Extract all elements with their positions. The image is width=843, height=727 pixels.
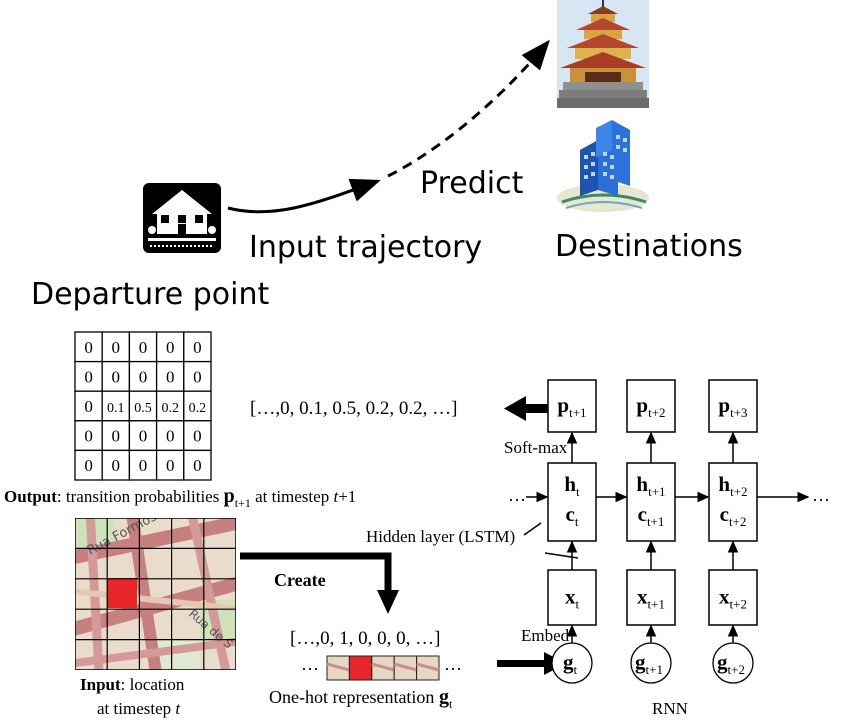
output-grid-value: 0 <box>112 338 121 357</box>
output-grid-cell <box>101 331 131 363</box>
output-grid-value: 0 <box>112 427 121 446</box>
output-grid-value: 0 <box>84 456 93 475</box>
rnn-output-box <box>626 379 676 433</box>
output-grid-value: 0 <box>166 367 175 386</box>
onehot-ellipsis-left: … <box>301 654 319 674</box>
rnn-hidden-box <box>708 462 758 542</box>
city-buildings-icon <box>557 120 649 212</box>
softmax-label: Soft-max <box>504 438 568 457</box>
rnn-embed-box <box>708 569 758 626</box>
rnn-hidden-box <box>547 462 597 542</box>
rnn-diagram: pt+1 ht ct xt gt pt+2 ht+1 ct+1 xt+1 gt+1 pt+3 ht+2… <box>526 379 810 684</box>
rnn-hidden-h-label: ht <box>564 472 580 499</box>
output-arrow <box>504 396 563 421</box>
output-grid-cell <box>128 360 158 392</box>
onehot-ellipsis-right: … <box>444 654 462 674</box>
predicted-trajectory-dashed <box>387 39 550 178</box>
output-grid-cell <box>128 449 158 481</box>
create-arrow <box>240 552 399 614</box>
output-grid-value: 0 <box>112 456 121 475</box>
output-grid-value: 0 <box>139 427 148 446</box>
output-grid-value: 0 <box>193 456 202 475</box>
rnn-hidden-c-label: ct <box>566 502 579 529</box>
onehot-vector: […,0, 1, 0, 0, 0, …] <box>290 628 440 649</box>
hidden-leader-line-bottom <box>544 552 579 559</box>
hidden-leader-line-top <box>523 522 542 536</box>
input-trajectory-label: Input trajectory <box>249 230 482 265</box>
output-grid-value: 0 <box>139 338 148 357</box>
output-grid-value: 0 <box>193 367 202 386</box>
current-location-cell <box>107 578 137 608</box>
onehot-strip <box>326 655 440 681</box>
rnn-ellipsis-left: … <box>508 485 526 505</box>
location-map-grid: Rua Formosa Rua de S <box>75 518 236 670</box>
output-grid-value: 0.5 <box>134 401 152 416</box>
rnn-input-label: gt+2 <box>717 650 745 677</box>
output-grid-value: 0 <box>166 456 175 475</box>
onehot-cell-active <box>348 655 373 681</box>
destinations-label: Destinations <box>555 229 743 264</box>
output-grid-value: 0 <box>193 338 202 357</box>
output-grid-value: 0 <box>84 338 93 357</box>
output-grid-value: 0 <box>166 427 175 446</box>
rnn-input-label: gt+1 <box>635 650 663 677</box>
rnn-hidden-h-label: ht+2 <box>718 472 747 499</box>
departure-point-label: Departure point <box>31 277 270 312</box>
output-grid-value: 0 <box>166 338 175 357</box>
probability-vector: […,0, 0.1, 0.5, 0.2, 0.2, …] <box>250 398 457 419</box>
hidden-layer-label: Hidden layer (LSTM) <box>366 527 515 546</box>
output-grid-value: 0 <box>139 456 148 475</box>
rnn-output-label: pt+1 <box>557 393 586 420</box>
input-trajectory-curve <box>227 178 381 214</box>
output-grid-value: 0 <box>112 367 121 386</box>
output-grid-value: 0.2 <box>161 401 179 416</box>
output-grid-value: 0.2 <box>189 401 207 416</box>
pagoda-icon <box>557 0 649 108</box>
create-label: Create <box>274 570 326 590</box>
rnn-hidden-box <box>626 462 676 542</box>
rnn-hidden-c-label: ct+2 <box>720 502 747 529</box>
rnn-output-label: pt+3 <box>718 393 747 420</box>
output-grid-value: 0 <box>84 367 93 386</box>
output-grid-value: 0.1 <box>107 401 125 416</box>
output-grid-cell <box>183 331 212 363</box>
output-grid-cell <box>74 449 103 481</box>
rnn-hidden-h-label: ht+1 <box>636 472 665 499</box>
predict-label: Predict <box>420 166 524 201</box>
input-caption: Input: location at timestep t <box>80 675 189 718</box>
output-grid-value: 0 <box>193 427 202 446</box>
output-grid-value: 0 <box>84 427 93 446</box>
output-caption: Output: transition probabilities pt+1 at… <box>4 485 356 510</box>
house-icon <box>143 183 221 253</box>
rnn-embed-label: xt+2 <box>719 585 747 612</box>
embed-label: Embed <box>521 626 570 645</box>
output-grid-value: 0 <box>84 397 93 416</box>
rnn-embed-box <box>547 569 597 626</box>
output-grid-value: 0 <box>139 367 148 386</box>
rnn-embed-label: xt <box>565 585 580 612</box>
rnn-output-label: pt+2 <box>636 393 665 420</box>
output-grid-cell <box>128 331 158 363</box>
rnn-label: RNN <box>652 699 688 718</box>
rnn-input-label: gt <box>563 650 578 677</box>
onehot-caption: One-hot representation gt <box>269 686 453 711</box>
rnn-embed-label: xt+1 <box>637 585 665 612</box>
output-grid-cell <box>183 390 212 422</box>
output-grid-cell <box>101 449 131 481</box>
output-grid-cell <box>128 390 158 422</box>
rnn-hidden-c-label: ct+1 <box>638 502 665 529</box>
output-grid-cell <box>74 420 103 452</box>
output-grid-cell <box>155 390 185 422</box>
output-grid-cell <box>183 449 212 481</box>
output-grid-cell <box>74 390 103 422</box>
rnn-output-box <box>547 379 597 433</box>
rnn-ellipsis-right: … <box>812 485 830 505</box>
